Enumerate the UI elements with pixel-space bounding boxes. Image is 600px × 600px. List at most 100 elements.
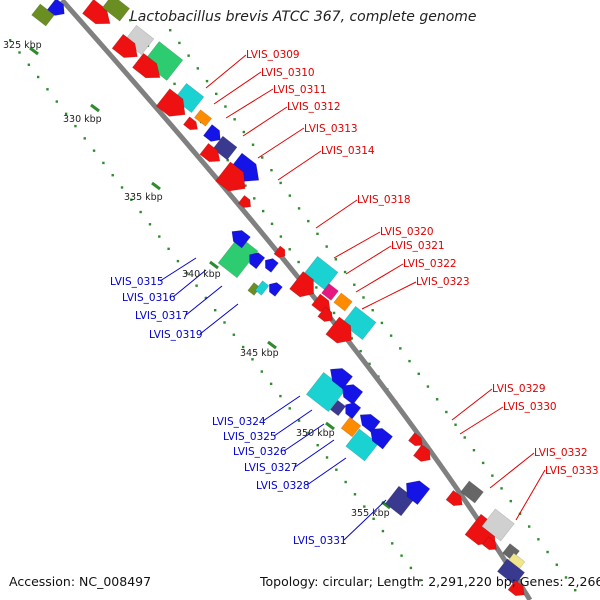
outer-tick-dot bbox=[445, 410, 448, 414]
scale-label: 335 kbp bbox=[124, 192, 163, 203]
outer-tick-dot bbox=[362, 296, 365, 299]
label-leader-line bbox=[159, 257, 197, 282]
label-leader-line bbox=[213, 71, 262, 105]
gene-label-lvis-0317: LVIS_0317 bbox=[135, 310, 189, 322]
inner-tick-dot bbox=[363, 505, 366, 508]
gene-label-lvis-0324: LVIS_0324 bbox=[212, 416, 266, 428]
gene-label-lvis-0323: LVIS_0323 bbox=[416, 276, 470, 288]
major-tick bbox=[325, 421, 335, 431]
label-leader-line bbox=[315, 199, 358, 229]
label-leader-line bbox=[345, 245, 392, 275]
gene-label-lvis-0318: LVIS_0318 bbox=[357, 194, 411, 206]
outer-tick-dot bbox=[555, 563, 558, 566]
gene-feature bbox=[142, 41, 184, 81]
label-leader-lines bbox=[159, 54, 546, 541]
outer-tick-dot bbox=[325, 245, 328, 248]
gene-feature bbox=[199, 142, 221, 163]
genome-summary-text: Topology: circular; Length: 2,291,220 bp… bbox=[260, 574, 600, 589]
gene-label-lvis-0321: LVIS_0321 bbox=[391, 240, 445, 252]
gene-label-lvis-0313: LVIS_0313 bbox=[304, 123, 358, 135]
inner-tick-dot bbox=[55, 100, 58, 103]
inner-tick-dot bbox=[130, 198, 133, 201]
inner-tick-dot bbox=[325, 456, 329, 459]
inner-tick-dot bbox=[74, 124, 77, 128]
inner-tick-dot bbox=[214, 309, 217, 312]
inner-tick-dot bbox=[297, 419, 301, 422]
gene-label-lvis-0329: LVIS_0329 bbox=[492, 383, 546, 395]
gene-label-lvis-0314: LVIS_0314 bbox=[321, 145, 375, 157]
inner-tick-dot bbox=[372, 517, 375, 521]
outer-tick-dot bbox=[343, 270, 347, 274]
gene-label-lvis-0319: LVIS_0319 bbox=[149, 329, 203, 341]
outer-tick-dot bbox=[332, 311, 336, 315]
outer-tick-dot bbox=[371, 309, 374, 312]
inner-tick-dot bbox=[158, 235, 161, 238]
inner-tick-dot bbox=[27, 63, 31, 66]
scale-label: 345 kbp bbox=[240, 348, 279, 359]
label-leader-line bbox=[283, 423, 325, 452]
outer-tick-dot bbox=[129, 19, 132, 22]
gene-feature bbox=[101, 0, 131, 22]
inner-tick-dot bbox=[232, 333, 236, 336]
inner-tick-dot bbox=[288, 407, 291, 410]
gene-label-lvis-0331: LVIS_0331 bbox=[293, 535, 347, 547]
outer-tick-dot bbox=[359, 349, 362, 353]
inner-tick-dot bbox=[36, 75, 40, 79]
outer-tick-dot bbox=[169, 29, 172, 32]
outer-tick-dot bbox=[380, 321, 384, 325]
outer-tick-dot bbox=[251, 143, 255, 146]
outer-tick-dot bbox=[307, 219, 310, 223]
label-leader-line bbox=[355, 263, 404, 293]
gene-feature bbox=[46, 0, 65, 16]
label-leader-line bbox=[273, 409, 313, 437]
gene-feature bbox=[193, 109, 213, 127]
inner-tick-dot bbox=[139, 210, 142, 214]
outer-tick-dot bbox=[226, 159, 229, 162]
label-leader-line bbox=[489, 452, 535, 489]
label-leader-line bbox=[294, 439, 335, 468]
gene-feature bbox=[333, 292, 353, 312]
inner-tick-dot bbox=[102, 161, 105, 165]
gene-feature bbox=[445, 489, 463, 507]
scale-labels: 325 kbp 330 kbp 335 kbp 340 kbp 345 kbp … bbox=[3, 40, 390, 519]
gene-feature bbox=[460, 480, 484, 504]
outer-tick-dot bbox=[399, 347, 402, 350]
inner-tick-dot bbox=[83, 137, 86, 140]
gene-label-lvis-0310: LVIS_0310 bbox=[261, 67, 315, 79]
scale-label: 340 kbp bbox=[182, 269, 221, 280]
gene-feature bbox=[132, 52, 161, 79]
gene-feature bbox=[273, 245, 286, 258]
outer-tick-dot bbox=[527, 525, 531, 528]
gene-label-lvis-0322: LVIS_0322 bbox=[403, 258, 457, 270]
inner-tick-dot bbox=[409, 566, 413, 570]
gene-label-lvis-0316: LVIS_0316 bbox=[122, 292, 176, 304]
inner-tick-dot bbox=[279, 394, 282, 398]
inner-tick-dot bbox=[260, 370, 263, 373]
gene-feature bbox=[340, 416, 362, 438]
label-leader-line bbox=[515, 469, 546, 521]
major-tick bbox=[29, 46, 39, 56]
outer-tick-dot bbox=[472, 449, 476, 452]
gene-features bbox=[31, 0, 526, 597]
outer-tick-dot bbox=[463, 436, 466, 439]
inner-tick-dot bbox=[241, 345, 245, 349]
inner-tick-dot bbox=[335, 468, 338, 471]
outer-tick-dot bbox=[187, 54, 190, 57]
outer-tick-dot bbox=[315, 286, 318, 289]
label-leader-line bbox=[225, 88, 274, 119]
inner-tick-dot bbox=[316, 444, 319, 447]
inner-tick-dot bbox=[400, 554, 403, 557]
outer-tick-dot bbox=[297, 260, 300, 264]
gene-labels-forward: LVIS_0309 LVIS_0310 LVIS_0311 LVIS_0312 … bbox=[246, 49, 599, 477]
gene-feature bbox=[481, 508, 515, 542]
label-leader-line bbox=[205, 54, 247, 89]
inner-tick-dot bbox=[18, 51, 21, 54]
outer-tick-dot bbox=[279, 235, 283, 238]
outer-tick-dot bbox=[173, 82, 176, 86]
gene-label-lvis-0312: LVIS_0312 bbox=[287, 101, 341, 113]
outer-tick-dot bbox=[244, 184, 247, 187]
inner-tick-dot bbox=[9, 39, 12, 42]
label-leader-line bbox=[333, 231, 381, 259]
outer-tick-dot bbox=[261, 156, 264, 159]
scale-label: 330 kbp bbox=[63, 114, 102, 125]
